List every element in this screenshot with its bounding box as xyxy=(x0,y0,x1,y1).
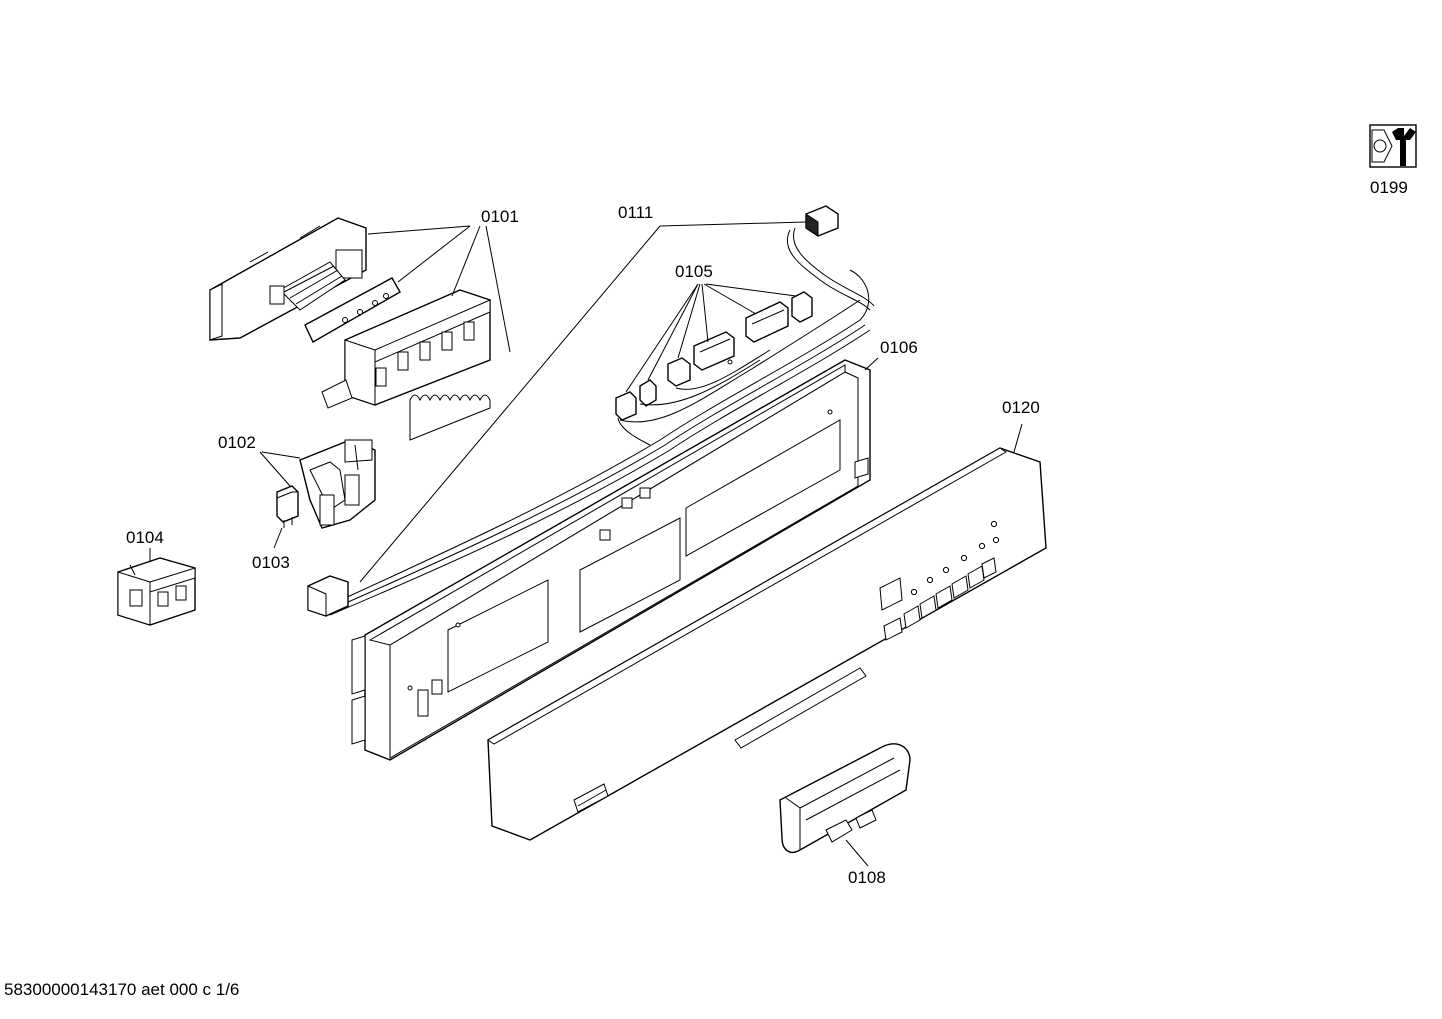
label-0199: 0199 xyxy=(1370,178,1408,197)
label-0102: 0102 xyxy=(218,433,256,452)
connector-e xyxy=(745,301,789,343)
part-0111-wiring-harness xyxy=(307,205,875,617)
part-0106-mounting-frame xyxy=(351,359,871,761)
label-0101: 0101 xyxy=(481,207,519,226)
label-0111: 0111 xyxy=(618,203,653,222)
part-0108-door-handle xyxy=(779,743,911,854)
leader-lines-0111 xyxy=(359,221,807,583)
connector-c xyxy=(667,357,691,387)
part-0101-electronic-module xyxy=(209,217,491,441)
leader-line-0106 xyxy=(864,357,879,371)
part-0105-connectors xyxy=(615,291,861,446)
document-id: 58300000143170 aet 000 c 1/6 xyxy=(4,980,240,999)
part-0103-relay xyxy=(276,485,299,528)
connector-b xyxy=(639,379,657,407)
label-0108: 0108 xyxy=(848,868,886,887)
part-0120-control-panel xyxy=(487,447,1047,841)
leader-line-0103 xyxy=(273,527,283,549)
label-0106: 0106 xyxy=(880,338,918,357)
leader-line-0108 xyxy=(845,839,869,867)
label-0104: 0104 xyxy=(126,528,164,547)
service-wrench-icon xyxy=(1369,124,1417,168)
part-0102-switch xyxy=(299,439,376,529)
label-0103: 0103 xyxy=(252,553,290,572)
connector-a xyxy=(615,391,651,446)
label-0120: 0120 xyxy=(1002,398,1040,417)
leader-lines-0105 xyxy=(625,283,797,393)
leader-lines-0101 xyxy=(367,225,511,353)
leader-lines-0102 xyxy=(259,451,301,487)
leader-line-0120 xyxy=(1013,423,1023,453)
connector-f xyxy=(791,291,813,323)
part-0104-connector-block xyxy=(117,557,196,626)
label-0105: 0105 xyxy=(675,262,713,281)
connector-d xyxy=(693,331,735,371)
